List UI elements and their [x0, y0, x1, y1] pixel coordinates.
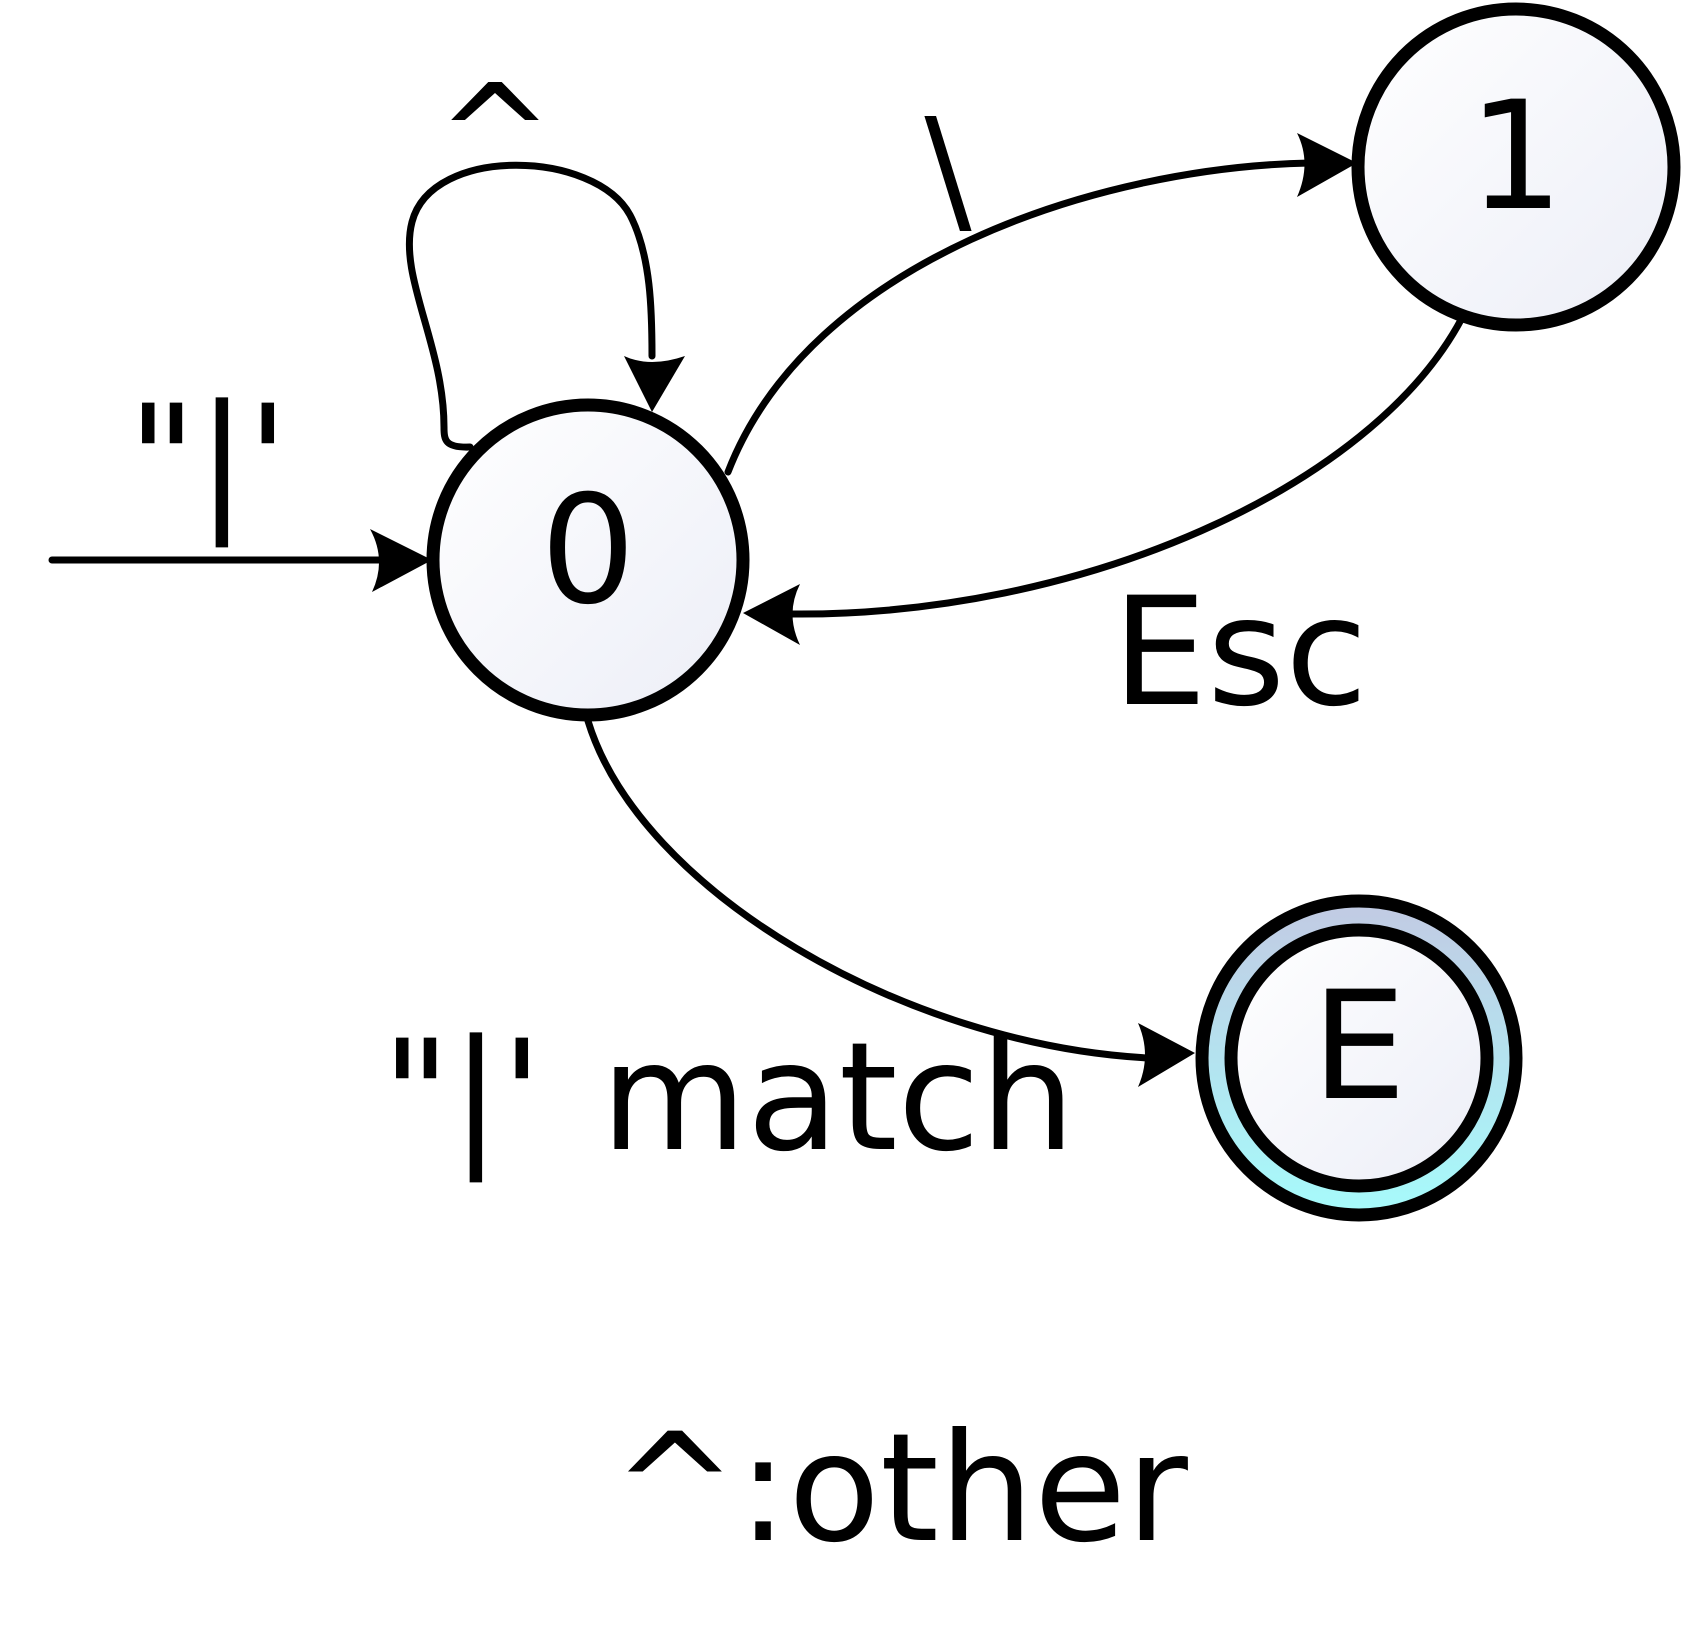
edge-0-to-E-quote-label: "|' — [382, 1009, 543, 1183]
edge-0-to-E — [584, 717, 1152, 1062]
state-E-accepting: E — [1195, 894, 1523, 1222]
edge-1-to-0-label: Esc — [1112, 566, 1367, 740]
edge-0-to-1 — [724, 159, 1314, 476]
start-edge-arrowhead — [370, 529, 432, 592]
legend-text: ^:other — [612, 1402, 1188, 1576]
state-E-label: E — [1312, 960, 1407, 1134]
start-edge-label: "|' — [128, 374, 289, 548]
self-loop-0-arrowhead — [624, 356, 685, 412]
state-1-label: 1 — [1468, 70, 1563, 244]
self-loop-0-label: ^ — [436, 55, 553, 218]
edge-0-to-1-arrowhead — [1297, 133, 1357, 197]
edge-1-to-0-arrowhead — [743, 584, 800, 645]
state-0-label: 0 — [540, 464, 635, 638]
edge-0-to-1-label: \ — [924, 89, 972, 252]
edge-1-to-0 — [786, 314, 1466, 618]
state-1: 1 — [1351, 2, 1681, 332]
self-loop-0 — [405, 161, 656, 451]
edge-0-to-E-match-label: match — [601, 1011, 1075, 1185]
state-0: 0 — [426, 398, 750, 722]
edge-0-to-E-arrowhead — [1138, 1023, 1195, 1087]
